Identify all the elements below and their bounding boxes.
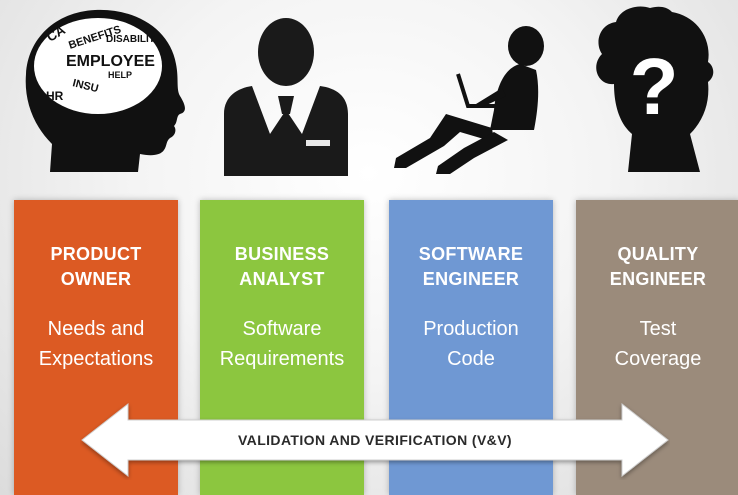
word-employee: EMPLOYEE [66, 53, 155, 70]
employee-head-icon: BENEFITS DISABILIT HR INSU HELP CA EMPLO… [25, 9, 185, 172]
arrow-label: VALIDATION AND VERIFICATION (V&V) [237, 432, 512, 448]
role-icons: BENEFITS DISABILIT HR INSU HELP CA EMPLO… [0, 0, 738, 200]
column-title: QUALITY ENGINEER [609, 244, 707, 289]
businessman-icon [224, 18, 348, 176]
column-description: Production Code [423, 318, 519, 370]
word-disability: DISABILIT [106, 34, 155, 45]
engineer-laptop-icon [394, 26, 544, 174]
column-title: PRODUCT OWNER [50, 244, 142, 289]
column-description: Needs and Expectations [38, 318, 154, 370]
column-description: Test Coverage [614, 318, 702, 370]
question-mark: ? [630, 42, 679, 131]
validation-verification-arrow: VALIDATION AND VERIFICATION (V&V) [80, 400, 670, 480]
double-arrow-icon [81, 402, 669, 478]
quality-engineer-question-icon: ? [596, 6, 714, 172]
column-title: SOFTWARE ENGINEER [418, 244, 524, 289]
column-description: Software Requirements [219, 318, 345, 370]
column-title: BUSINESS ANALYST [234, 244, 330, 289]
word-help: HELP [108, 70, 132, 80]
word-hr: HR [46, 89, 64, 103]
